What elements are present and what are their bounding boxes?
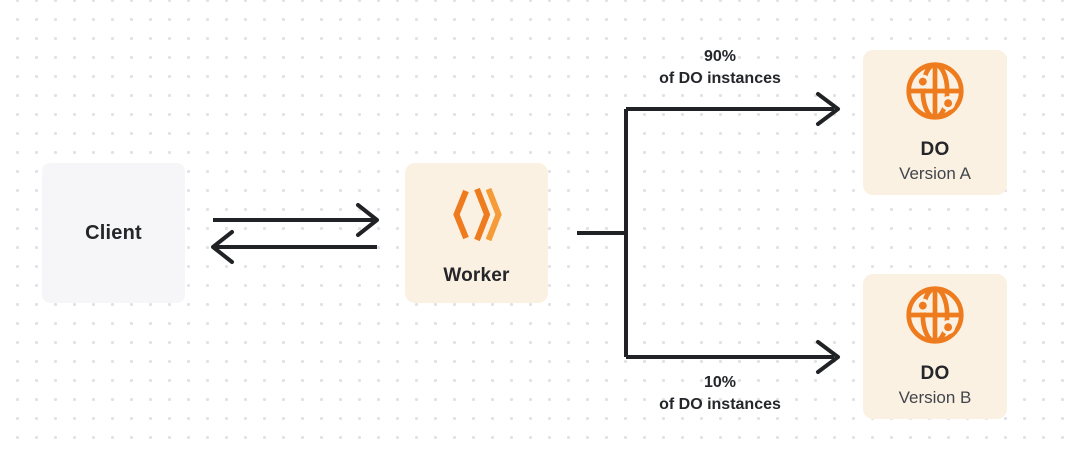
split-label-90-percent: 90% of DO instances	[610, 46, 830, 90]
client-label: Client	[85, 221, 142, 244]
do-a-subtitle: Version A	[899, 164, 971, 183]
node-client: Client	[42, 163, 185, 303]
arrowhead-right-icon	[356, 203, 379, 237]
worker-label: Worker	[443, 265, 510, 286]
split-percent-a: 90%	[703, 48, 737, 65]
node-do-version-a: DO Version A	[863, 50, 1007, 195]
split-caption-b: of DO instances	[659, 396, 781, 413]
node-worker: Worker	[405, 163, 548, 303]
do-b-subtitle: Version B	[898, 388, 972, 407]
do-a-title: DO	[920, 139, 950, 160]
cloudflare-workers-logo-icon	[452, 187, 502, 242]
arrowhead-left-icon	[211, 230, 234, 264]
split-caption-a: of DO instances	[659, 70, 781, 87]
split-percent-b: 10%	[703, 374, 737, 391]
do-b-title: DO	[920, 363, 950, 384]
arrowhead-do-a-icon	[816, 92, 840, 126]
node-do-version-b: DO Version B	[863, 274, 1007, 419]
durable-object-globe-icon	[906, 62, 964, 120]
durable-object-globe-icon	[906, 286, 964, 344]
arrowhead-do-b-icon	[816, 340, 840, 374]
split-label-10-percent: 10% of DO instances	[610, 372, 830, 416]
